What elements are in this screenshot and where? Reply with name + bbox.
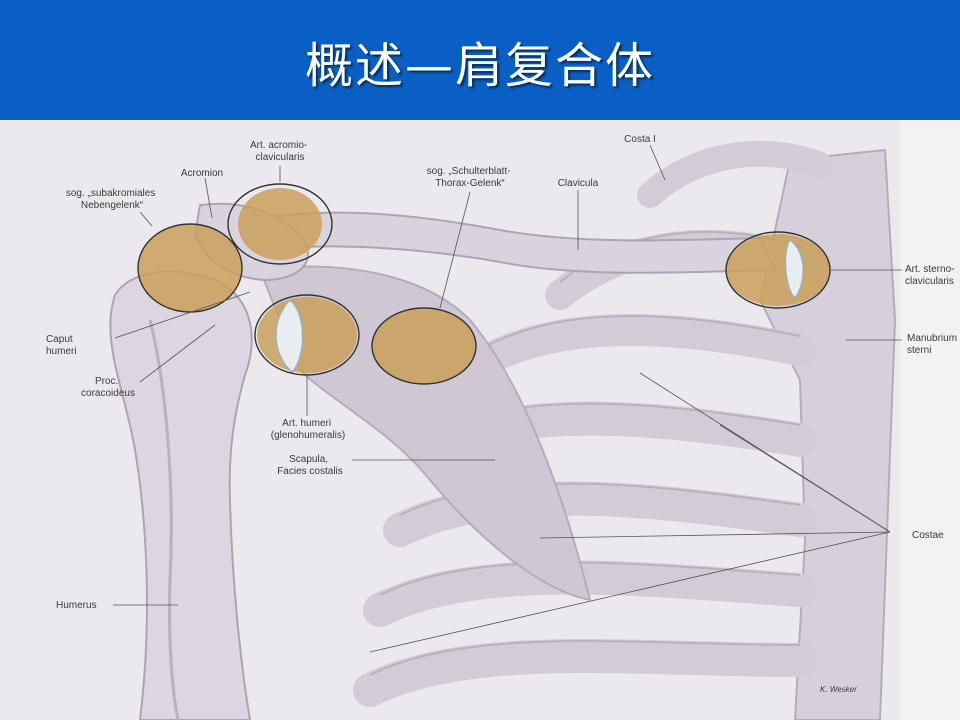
rib-5 [383, 481, 817, 547]
label-manubrium-sterni: Manubrium sterni [907, 333, 960, 356]
glenohumeral-joint-highlight [257, 297, 357, 373]
anatomy-labels: Art. acromio- clavicularis Acromion sog.… [46, 134, 960, 694]
label-art-humeri: Art. humeri (glenohumeralis) [271, 418, 345, 441]
humerus-shadow [148, 319, 180, 720]
shoulder-complex-illustration: Art. acromio- clavicularis Acromion sog.… [0, 120, 960, 720]
page-edge-right [900, 120, 960, 720]
subacromial-joint-highlight [138, 224, 242, 312]
scapulothoracic-outline [371, 307, 477, 385]
label-costa-i: Costa I [624, 134, 656, 145]
title-bar: 概述—肩复合体 [0, 0, 960, 120]
subacromial-outline [137, 223, 243, 313]
acromioclavicular-joint-highlight [238, 188, 322, 260]
slide-title: 概述—肩复合体 [304, 38, 655, 94]
label-clavicula: Clavicula [558, 178, 599, 189]
acromioclavicular-outline [227, 183, 333, 265]
rib-7 [353, 639, 817, 707]
sternoclavicular-disc [784, 238, 804, 300]
artist-signature: K. Wesker [820, 685, 857, 694]
sternoclavicular-joint-highlight [726, 234, 830, 306]
label-scapula: Scapula, Facies costalis [277, 454, 343, 477]
glenoid-cartilage [275, 298, 304, 374]
joint-highlights [138, 188, 830, 384]
label-proc-coracoideus: Proc. coracoideus [81, 376, 135, 399]
label-caput-humeri: Caput humeri [46, 334, 77, 357]
label-art-acromio: Art. acromio- clavicularis [250, 140, 310, 163]
scapulothoracic-joint-highlight [372, 308, 476, 384]
label-costae: Costae [912, 530, 944, 541]
label-art-sterno: Art. sterno- clavicularis [905, 264, 957, 287]
label-sog-subakromiales: sog. „subakromiales Nebengelenk“ [66, 188, 158, 211]
leader-lines [113, 144, 902, 653]
label-sog-schulterblatt: sog. „Schulterblatt- Thorax-Gelenk“ [427, 166, 514, 189]
rib-cage [353, 140, 833, 707]
rib-3 [454, 314, 816, 386]
label-acromion: Acromion [181, 168, 223, 179]
label-humerus: Humerus [56, 600, 97, 611]
rib-1 [637, 140, 833, 208]
